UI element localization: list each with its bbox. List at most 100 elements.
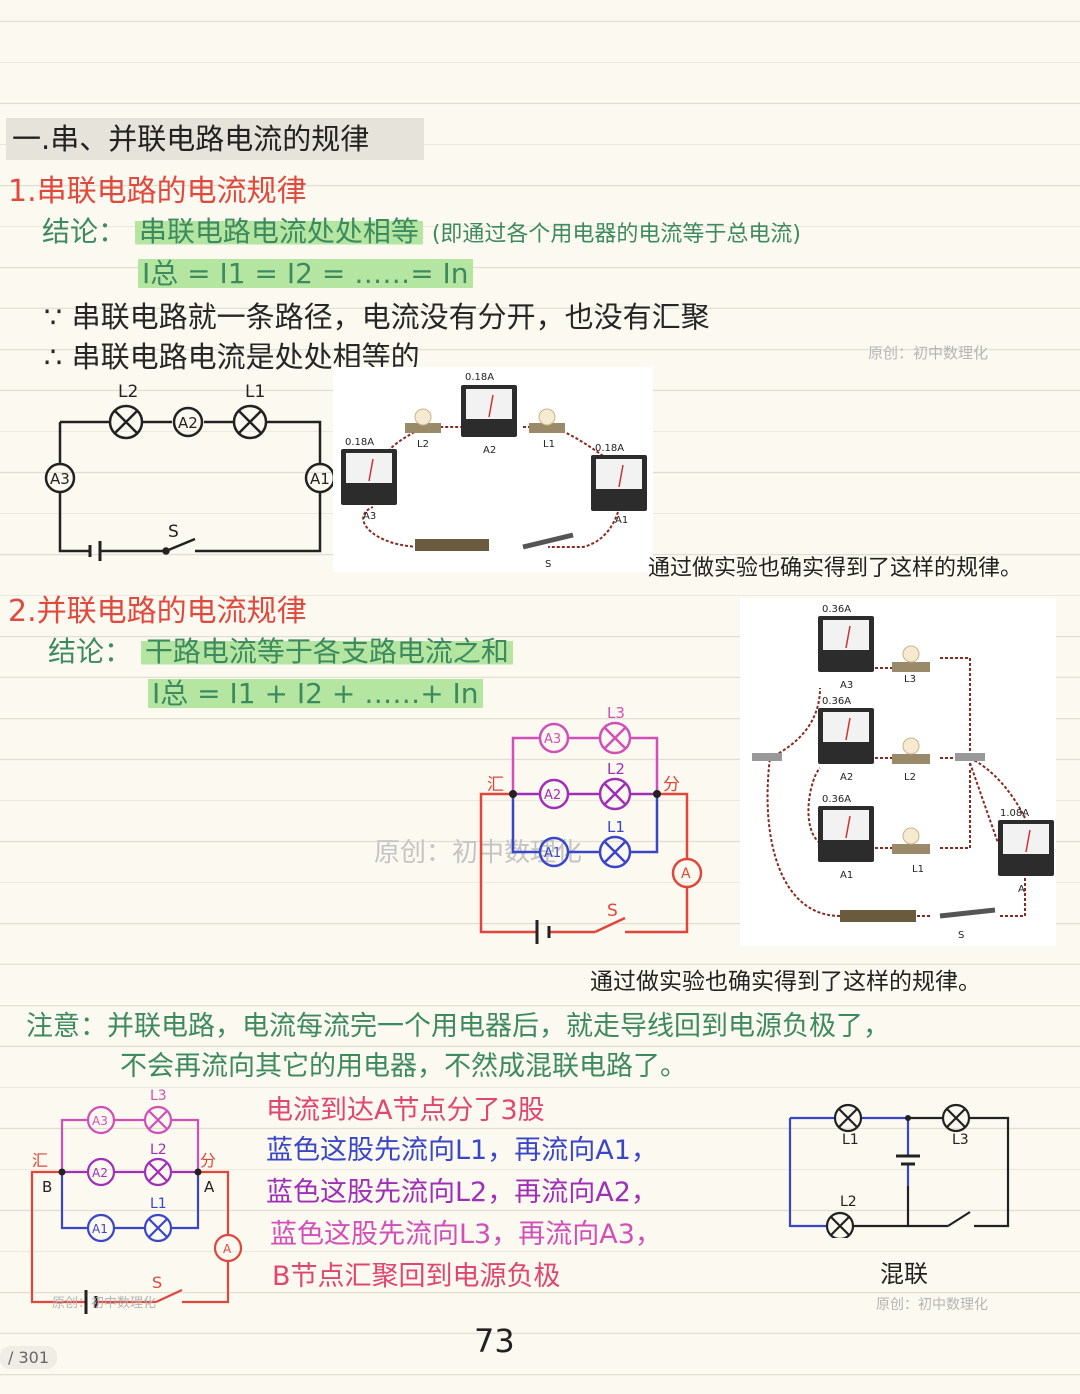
parallel-label-l2: L2 bbox=[607, 760, 625, 778]
flow-label-b: B bbox=[42, 1178, 52, 1196]
photo-ammeter-left bbox=[341, 449, 397, 505]
part2-formula: I总 = I1 + I2 + ……+ In bbox=[148, 672, 483, 712]
photo-bulb-l1 bbox=[529, 408, 565, 433]
flow-label-l1: L1 bbox=[150, 1196, 167, 1212]
photo2-label-a1: A1 bbox=[840, 870, 853, 881]
photo1-label-a1: A1 bbox=[615, 515, 628, 526]
part2-conclusion-label: 结论： bbox=[48, 635, 133, 668]
parallel-label-s: S bbox=[607, 901, 618, 921]
flow-label-merge: 汇 bbox=[32, 1151, 48, 1170]
note-line-2: 不会再流向其它的用电器，不然成混联电路了。 bbox=[120, 1051, 687, 1082]
series-label-l2: L2 bbox=[118, 382, 138, 402]
photo2-bulbs bbox=[892, 645, 930, 854]
photo2-ammeter-a bbox=[998, 820, 1054, 876]
photo2-label-s: S bbox=[958, 930, 964, 941]
watermark-bottom-left: 原创：初中数理化 bbox=[52, 1296, 157, 1311]
parallel-label-a1: A1 bbox=[544, 846, 561, 861]
photo2-label-a2: A2 bbox=[840, 772, 853, 783]
part1-conclusion: 结论： 串联电路电流处处相等 (即通过各个用电器的电流等于总电流) bbox=[42, 210, 801, 250]
series-label-l1: L1 bbox=[245, 382, 265, 402]
photo2-left-connector bbox=[752, 753, 782, 761]
photo2-reading-a2: 0.36A bbox=[822, 696, 851, 707]
mixed-label-l1: L1 bbox=[842, 1132, 859, 1148]
series-label-s: S bbox=[168, 522, 179, 542]
photo1-label-s: S bbox=[545, 559, 551, 570]
parallel-label-l1: L1 bbox=[607, 818, 625, 836]
parallel-label-a: A bbox=[681, 866, 691, 882]
photo2-battery bbox=[840, 910, 916, 922]
flow-label-a3: A3 bbox=[92, 1114, 108, 1128]
part1-heading: 1.串联电路的电流规律 bbox=[8, 174, 307, 209]
part1-conclusion-label: 结论： bbox=[42, 215, 127, 248]
parallel-circuit-diagram: 汇 分 L3 L2 L1 A3 A2 A1 A S bbox=[479, 704, 703, 944]
mixed-circuit-diagram: L1 L3 L2 bbox=[788, 1103, 1010, 1238]
series-label-a3: A3 bbox=[50, 470, 70, 488]
parallel-label-l3: L3 bbox=[607, 704, 625, 722]
explanation-line-4: 蓝色这股先流向L3，再流向A3， bbox=[270, 1219, 662, 1250]
part1-reason-1: ∵ 串联电路就一条路径，电流没有分开，也没有汇聚 bbox=[44, 300, 710, 334]
flow-label-a1: A1 bbox=[92, 1222, 108, 1236]
photo-battery bbox=[415, 539, 489, 551]
page-number: 73 bbox=[474, 1322, 515, 1360]
section-title: 一.串、并联电路电流的规律 bbox=[6, 118, 424, 160]
part2-experiment-note: 通过做实验也确实得到了这样的规律。 bbox=[590, 969, 981, 995]
parallel-label-a2: A2 bbox=[544, 788, 561, 803]
parallel-label-split: 分 bbox=[663, 775, 680, 795]
watermark-bottom-right: 原创：初中数理化 bbox=[876, 1297, 988, 1313]
mixed-label-l2: L2 bbox=[840, 1194, 857, 1210]
photo1-label-l2: L2 bbox=[417, 439, 429, 450]
photo2-ammeter-a2 bbox=[818, 708, 874, 764]
photo1-label-a2: A2 bbox=[483, 445, 496, 456]
explanation-line-5: B节点汇聚回到电源负极 bbox=[272, 1261, 561, 1292]
watermark-right: 原创：初中数理化 bbox=[868, 344, 989, 362]
photo1-left-reading: 0.18A bbox=[345, 437, 374, 448]
photo-ammeter-right bbox=[591, 455, 647, 511]
series-experiment-photo: 0.18A 0.18A 0.18A L2 A2 L1 A3 A1 S bbox=[333, 367, 653, 572]
flow-label-l3: L3 bbox=[150, 1088, 167, 1104]
photo1-label-l1: L1 bbox=[543, 439, 555, 450]
photo2-reading-a: 1.08A bbox=[1000, 808, 1029, 819]
series-label-a2: A2 bbox=[178, 414, 198, 432]
part2-heading: 2.并联电路的电流规律 bbox=[8, 594, 307, 629]
page-counter[interactable]: / 301 bbox=[0, 1346, 58, 1369]
flow-label-a-node: A bbox=[204, 1178, 215, 1196]
photo-ammeter-top bbox=[461, 385, 517, 437]
photo2-label-l3: L3 bbox=[904, 674, 916, 685]
photo2-right-connector bbox=[955, 753, 985, 761]
explanation-line-1: 电流到达A节点分了3股 bbox=[266, 1095, 545, 1126]
part2-conclusion-text: 干路电流等于各支路电流之和 bbox=[140, 635, 513, 668]
mixed-label-l3: L3 bbox=[952, 1132, 969, 1148]
photo1-top-reading: 0.18A bbox=[465, 372, 494, 383]
explanation-line-2: 蓝色这股先流向L1，再流向A1， bbox=[266, 1135, 658, 1166]
part1-conclusion-text: 串联电路电流处处相等 bbox=[134, 215, 423, 248]
parallel-label-a3: A3 bbox=[544, 732, 561, 747]
flow-label-a: A bbox=[223, 1242, 232, 1256]
part1-experiment-note: 通过做实验也确实得到了这样的规律。 bbox=[648, 556, 1023, 581]
part2-conclusion: 结论： 干路电流等于各支路电流之和 bbox=[48, 630, 513, 670]
photo2-switch bbox=[939, 907, 996, 919]
part1-conclusion-note: (即通过各个用电器的电流等于总电流) bbox=[431, 222, 802, 247]
photo2-label-a: A bbox=[1018, 884, 1025, 895]
current-flow-diagram: 汇 分 B A L3 L2 L1 A3 A2 A1 A S bbox=[30, 1088, 243, 1314]
photo2-reading-a3: 0.36A bbox=[822, 604, 851, 615]
photo-bulb-l2 bbox=[405, 408, 441, 433]
note-line-1: 注意：并联电路，电流每流完一个用电器后，就走导线回到电源负极了， bbox=[26, 1011, 890, 1042]
photo1-right-reading: 0.18A bbox=[595, 443, 624, 454]
photo2-ammeter-a3 bbox=[818, 616, 874, 672]
flow-label-l2: L2 bbox=[150, 1142, 167, 1158]
photo1-label-a3: A3 bbox=[363, 511, 376, 522]
explanation-line-3: 蓝色这股先流向L2，再流向A2， bbox=[266, 1177, 658, 1208]
photo-switch bbox=[522, 532, 574, 550]
part1-formula: I总 = I1 = I2 = ……= In bbox=[138, 252, 473, 292]
flow-label-a2: A2 bbox=[92, 1166, 108, 1180]
photo2-label-l1: L1 bbox=[912, 864, 924, 875]
photo2-reading-a1: 0.36A bbox=[822, 794, 851, 805]
photo2-label-a3: A3 bbox=[840, 680, 853, 691]
parallel-experiment-photo: 0.36A 0.36A 0.36A 1.08A A3 A2 A1 A L3 L2… bbox=[740, 598, 1056, 946]
mixed-label: 混联 bbox=[880, 1260, 928, 1288]
flow-label-split: 分 bbox=[200, 1151, 216, 1170]
parallel-label-merge: 汇 bbox=[487, 775, 504, 795]
photo2-ammeter-a1 bbox=[818, 806, 874, 862]
flow-label-s: S bbox=[152, 1273, 162, 1292]
series-circuit-diagram: L2 L1 A2 A3 A1 S bbox=[44, 382, 336, 561]
